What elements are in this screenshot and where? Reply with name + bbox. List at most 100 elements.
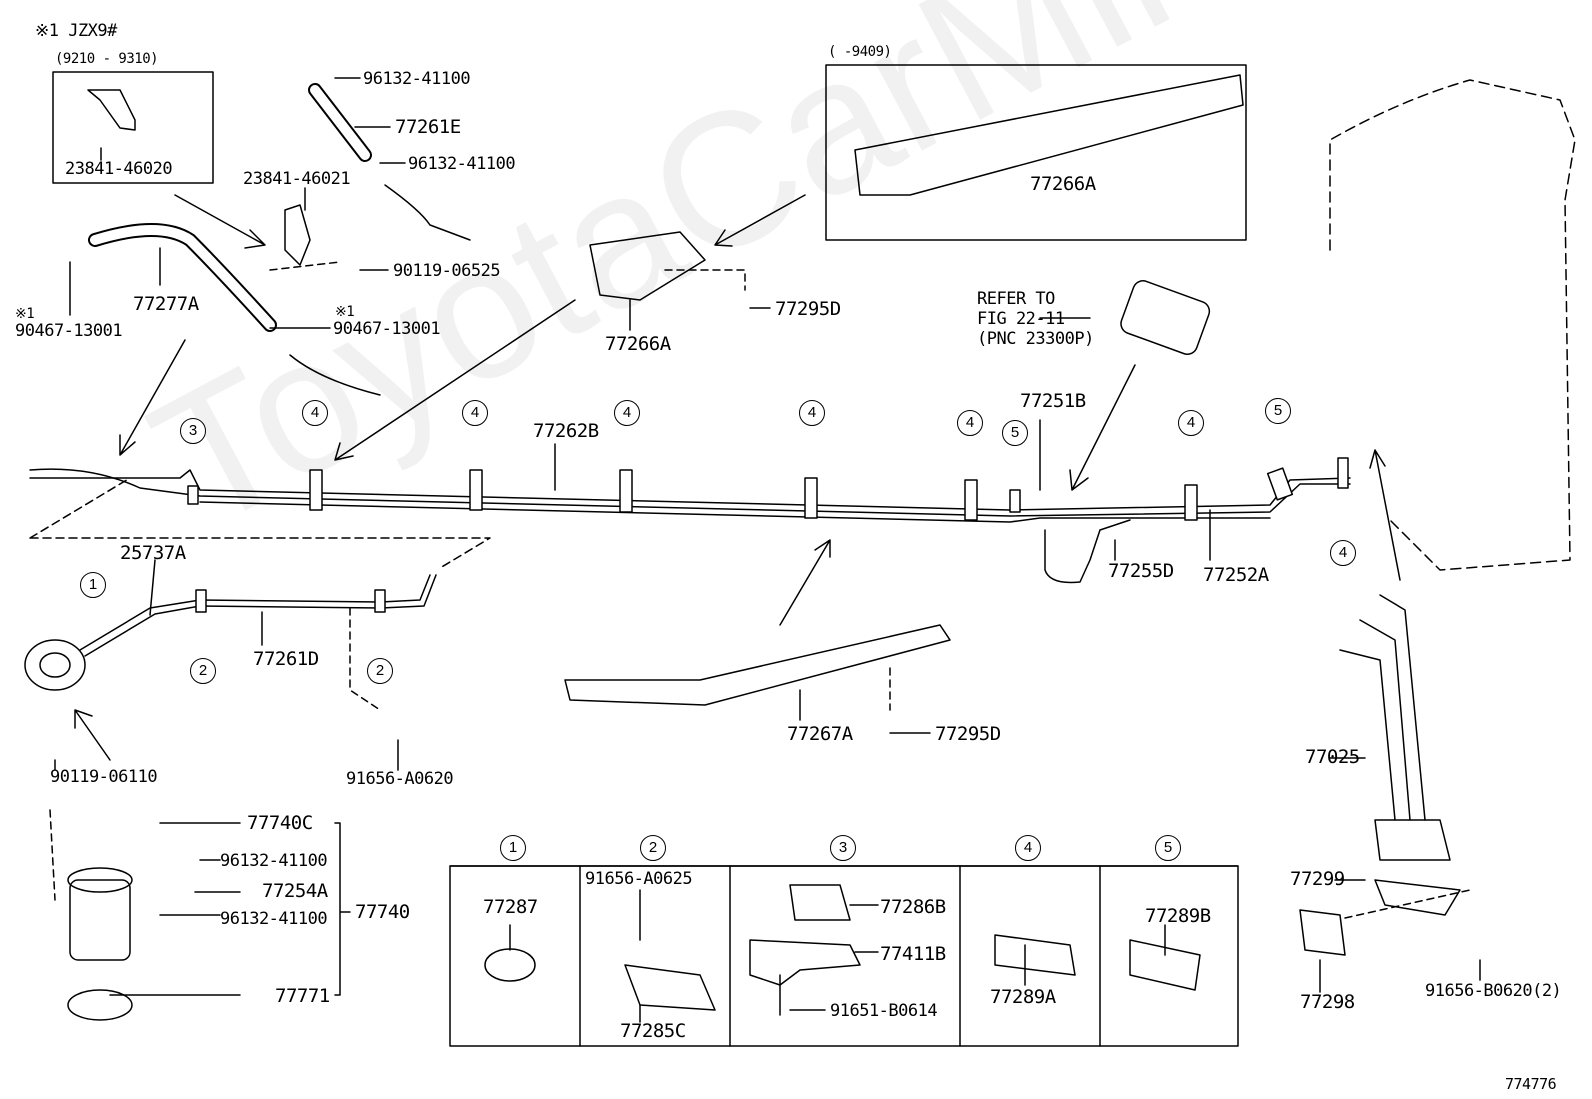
filler-neck bbox=[24, 639, 86, 691]
pipe-mid bbox=[289, 354, 381, 396]
callout-77299: 77299 bbox=[1290, 868, 1345, 890]
table-header-5: 5 bbox=[1155, 835, 1181, 861]
fuel-line-main-3 bbox=[199, 501, 1271, 523]
fuel-filter bbox=[1120, 280, 1211, 355]
table-77286B: 77286B bbox=[880, 896, 946, 918]
pipe-77261D-2 bbox=[84, 574, 437, 657]
part-77287 bbox=[484, 948, 536, 982]
callout-77255D: 77255D bbox=[1108, 560, 1174, 582]
arrow-7 bbox=[74, 709, 111, 761]
table-77287: 77287 bbox=[483, 896, 538, 918]
period-label-1: (9210 - 9310) bbox=[55, 51, 159, 67]
marker-4: 4 bbox=[799, 400, 825, 426]
clip-77298 bbox=[1299, 909, 1346, 956]
callout-96132-41100-c: 96132-41100 bbox=[220, 851, 328, 871]
callout-refer-2: FIG 22-11 bbox=[977, 309, 1065, 329]
diagram-number: 774776 bbox=[1505, 1075, 1557, 1093]
period-label-2: ( -9409) bbox=[828, 44, 892, 60]
callout-96132-41100-d: 96132-41100 bbox=[220, 909, 328, 929]
arrow-1 bbox=[174, 194, 266, 249]
table-77289B: 77289B bbox=[1145, 905, 1211, 927]
clamp-table bbox=[449, 865, 1239, 1047]
inset-box-rail bbox=[825, 64, 1247, 241]
rail-77266A-box bbox=[854, 74, 1244, 196]
callout-77266A-box: 77266A bbox=[1030, 173, 1096, 195]
part-77285C bbox=[624, 964, 716, 1011]
table-77411B: 77411B bbox=[880, 943, 946, 965]
callout-91656-A0620: 91656-A0620 bbox=[346, 769, 454, 789]
callout-77771: 77771 bbox=[275, 985, 330, 1007]
clamps bbox=[187, 457, 1349, 613]
table-77289A: 77289A bbox=[990, 986, 1056, 1008]
leaders bbox=[54, 77, 1481, 996]
fuel-line-main-2 bbox=[29, 468, 1351, 517]
callout-96132-41100-b: 96132-41100 bbox=[408, 154, 516, 174]
callout-90119-06110: 90119-06110 bbox=[50, 767, 158, 787]
fuel-line-main bbox=[29, 469, 1351, 511]
callout-77277A: 77277A bbox=[133, 293, 199, 315]
marker-4: 4 bbox=[957, 410, 983, 436]
filler-neck-inner bbox=[39, 652, 71, 678]
bracket-23841-b bbox=[284, 204, 311, 266]
inset-box-bracket bbox=[52, 71, 214, 184]
callout-96132-41100-a: 96132-41100 bbox=[363, 69, 471, 89]
table-header-4: 4 bbox=[1015, 835, 1041, 861]
callout-77252A: 77252A bbox=[1203, 564, 1269, 586]
callout-77740: 77740 bbox=[355, 901, 410, 923]
arrow-8 bbox=[1369, 449, 1401, 581]
body-outline bbox=[1329, 79, 1576, 571]
callout-77295D-b: 77295D bbox=[935, 723, 1001, 745]
part-77411B bbox=[749, 939, 861, 986]
dashed-link bbox=[29, 477, 491, 569]
callout-25737A: 25737A bbox=[120, 542, 186, 564]
pipe-77261D bbox=[79, 574, 431, 651]
hose-77261E-fill bbox=[310, 85, 370, 160]
callout-77254A: 77254A bbox=[262, 880, 328, 902]
pipe-upper bbox=[384, 184, 471, 241]
bracket-23841 bbox=[87, 89, 136, 131]
callout-refer-3: (PNC 23300P) bbox=[977, 329, 1094, 349]
table-header-2: 2 bbox=[640, 835, 666, 861]
callout-23841-46020: 23841-46020 bbox=[65, 159, 173, 179]
hose-77277A-fill bbox=[90, 225, 275, 330]
marker-4: 4 bbox=[614, 400, 640, 426]
callout-77251B: 77251B bbox=[1020, 390, 1086, 412]
callout-90467-13001-b: 90467-13001 bbox=[333, 319, 441, 339]
marker-1: 1 bbox=[80, 572, 106, 598]
callout-77025: 77025 bbox=[1305, 746, 1360, 768]
table-91651-B0614: 91651-B0614 bbox=[830, 1001, 938, 1021]
callout-23841-46021: 23841-46021 bbox=[243, 169, 351, 189]
marker-4: 4 bbox=[462, 400, 488, 426]
callout-90467-13001-a: 90467-13001 bbox=[15, 321, 123, 341]
arrow-5 bbox=[1069, 364, 1136, 491]
rail-77266A bbox=[589, 231, 706, 301]
pump-bracket bbox=[67, 989, 133, 1021]
callout-91656-B0620: 91656-B0620(2) bbox=[1425, 981, 1562, 1001]
part-77289B bbox=[1129, 939, 1201, 991]
callout-77267A: 77267A bbox=[787, 723, 853, 745]
marker-4: 4 bbox=[1330, 540, 1356, 566]
marker-5: 5 bbox=[1002, 420, 1028, 446]
callout-77262B: 77262B bbox=[533, 420, 599, 442]
table-77285C: 77285C bbox=[620, 1020, 686, 1042]
fuel-pump-top bbox=[67, 867, 133, 893]
callout-star1-b: ※1 bbox=[335, 304, 355, 320]
callout-77740C: 77740C bbox=[247, 812, 313, 834]
callout-77295D-a: 77295D bbox=[775, 298, 841, 320]
tubes-77025 bbox=[1339, 594, 1426, 821]
rail-77267A bbox=[564, 624, 951, 706]
callout-90119-06525: 90119-06525 bbox=[393, 261, 501, 281]
note-model: ※1 JZX9# bbox=[35, 21, 117, 41]
connector-77025 bbox=[1374, 819, 1451, 861]
part-77286B bbox=[789, 884, 851, 921]
marker-2: 2 bbox=[190, 658, 216, 684]
callout-77261E: 77261E bbox=[395, 116, 461, 138]
bracket-77299 bbox=[1374, 879, 1461, 916]
arrow-2 bbox=[119, 339, 186, 456]
fuel-pump bbox=[69, 879, 131, 961]
callout-77261D: 77261D bbox=[253, 648, 319, 670]
callout-refer-1: REFER TO bbox=[977, 289, 1055, 309]
table-header-3: 3 bbox=[830, 835, 856, 861]
marker-4: 4 bbox=[1178, 410, 1204, 436]
